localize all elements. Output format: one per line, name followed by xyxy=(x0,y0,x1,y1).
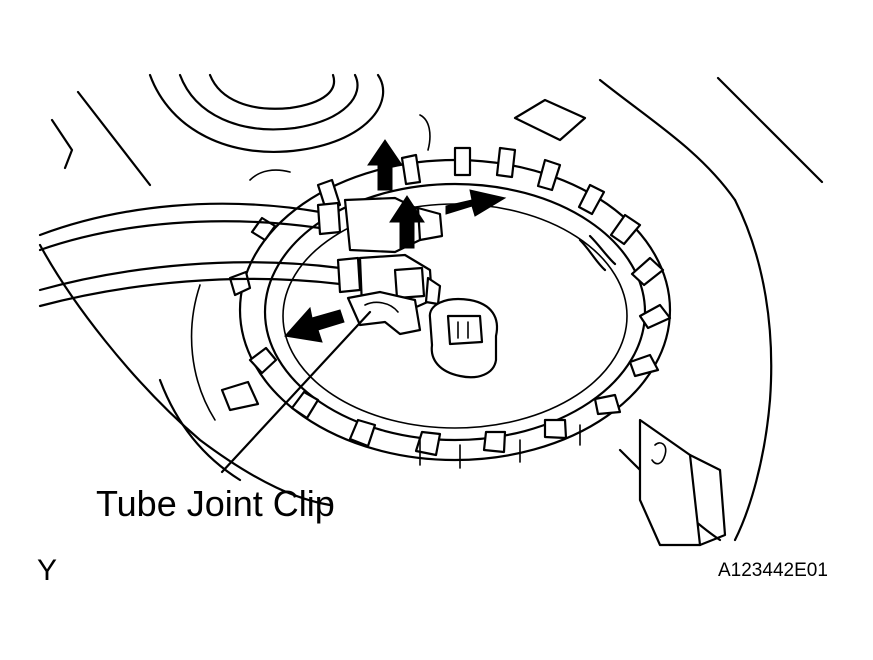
callout-label: Tube Joint Clip xyxy=(96,483,335,524)
up-arrow-left xyxy=(367,139,403,191)
up-arrow-right xyxy=(389,195,425,249)
view-letter: Y xyxy=(37,554,58,587)
vent-hose xyxy=(578,234,617,272)
electrical-connector xyxy=(428,297,499,379)
upper-dome-contours xyxy=(148,73,431,181)
left-arrow xyxy=(284,306,345,343)
pump-retaining-ring xyxy=(228,146,672,469)
right-arrow xyxy=(445,189,507,217)
tube-joint-clip xyxy=(346,290,422,336)
mounting-bracket xyxy=(638,418,727,547)
floor-pan-outline xyxy=(38,76,824,542)
figure-code: A123442E01 xyxy=(718,560,828,581)
ring-lock-tab xyxy=(220,380,260,412)
fuel-tubes xyxy=(38,201,362,308)
callout-leader-line xyxy=(220,310,372,474)
